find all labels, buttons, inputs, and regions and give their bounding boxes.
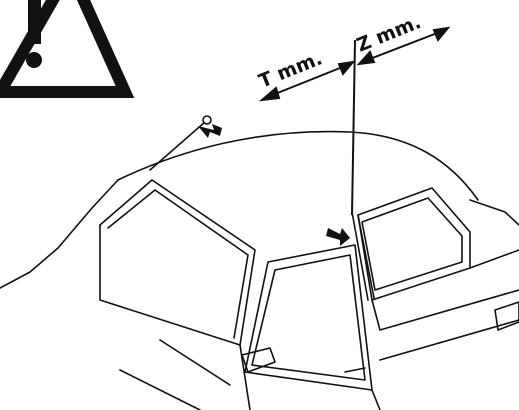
side-crease	[379, 319, 519, 361]
dimension-reference-line	[351, 39, 356, 216]
lower-fender-line	[119, 369, 201, 410]
side-mirror	[241, 347, 276, 373]
hood-line	[0, 179, 119, 289]
warning-triangle-icon	[0, 0, 135, 98]
windshield-inner	[107, 189, 249, 339]
rear-quarter	[469, 199, 519, 226]
pointer-arrow-icon	[326, 228, 350, 246]
b-pillar-edge	[357, 214, 375, 299]
antenna	[149, 121, 206, 171]
rear-door-window	[357, 187, 471, 301]
fender-line	[159, 339, 231, 386]
b-pillar	[351, 211, 369, 301]
antenna-tip	[202, 115, 212, 125]
t-dimension-arrow	[258, 60, 356, 102]
exclamation-dot	[26, 52, 42, 68]
rear-door-window-inner	[361, 197, 463, 291]
tail-light	[494, 301, 519, 331]
front-door-window	[251, 254, 366, 381]
t-dimension-label: T mm.	[256, 47, 326, 92]
car-body	[0, 115, 519, 410]
z-dimension-label: Z mm.	[354, 11, 425, 57]
door-handle	[344, 367, 366, 373]
windshield-frame	[99, 179, 256, 346]
roof-line	[117, 130, 479, 201]
pointer-arrow-icon	[198, 124, 222, 138]
rear-body-line	[469, 249, 519, 269]
exclamation-bar	[28, 0, 41, 44]
door-bottom	[371, 389, 381, 410]
sill-line	[371, 289, 519, 331]
z-dimension-arrow	[356, 26, 451, 66]
windshield-bottom	[99, 224, 241, 346]
